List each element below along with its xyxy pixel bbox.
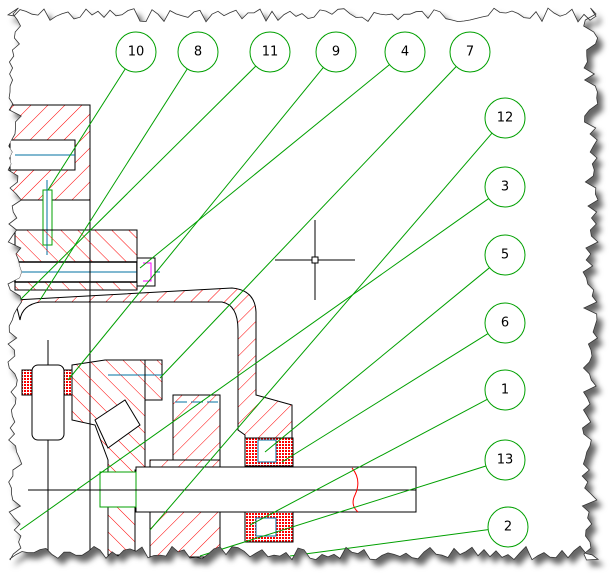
balloon-label: 11 [262,45,279,60]
balloon-circle [484,166,526,208]
balloon-circle [449,31,491,73]
balloon-circle [484,97,526,139]
leader-lines [19,64,493,557]
balloon-13[interactable]: 13 [484,439,526,481]
leader-line [39,68,188,301]
balloon-label: 4 [401,45,409,60]
balloon-label: 2 [504,520,512,535]
balloon-circle [484,439,526,481]
torn-paper-border [6,7,600,561]
leader-line [199,465,487,557]
leader-line [67,67,324,381]
balloon-2[interactable]: 2 [487,506,529,548]
leader-line [249,398,488,526]
leader-line [159,66,457,379]
hub-block [172,394,221,461]
balloon-circle [484,369,526,411]
balloon-circle [249,31,291,73]
balloon-6[interactable]: 6 [484,302,526,344]
balloon-label: 6 [501,316,509,331]
balloon-10[interactable]: 10 [115,31,157,73]
balloon-3[interactable]: 3 [484,166,526,208]
balloon-7[interactable]: 7 [449,31,491,73]
leader-line [139,64,390,269]
balloon-11[interactable]: 11 [249,31,291,73]
balloon-label: 3 [501,180,509,195]
balloon-5[interactable]: 5 [484,234,526,276]
crosshair-cursor-icon [275,220,355,300]
leader-line [289,529,489,557]
balloon-label: 7 [466,45,474,60]
balloon-circle [384,31,426,73]
balloon-8[interactable]: 8 [177,31,219,73]
balloon-label: 13 [497,453,514,468]
balloon-circle [484,234,526,276]
leader-line [149,132,493,531]
balloon-label: 12 [497,111,514,126]
balloon-label: 8 [194,45,202,60]
balloon-12[interactable]: 12 [484,97,526,139]
balloon-circle [487,506,529,548]
leader-line [264,267,490,453]
balloon-4[interactable]: 4 [384,31,426,73]
bevel-gear [71,359,163,556]
balloon-label: 9 [332,45,340,60]
leader-line [47,68,126,191]
balloon-label: 1 [501,383,509,398]
balloon-label: 5 [501,248,509,263]
leader-line [19,65,257,301]
balloon-label: 10 [128,45,145,60]
balloon-9[interactable]: 9 [315,31,357,73]
balloon-circle [315,31,357,73]
balloon-1[interactable]: 1 [484,369,526,411]
part-balloons: 10 8 11 9 4 7 12 3 5 6 1 13 2 [115,31,529,548]
gear-hub [31,364,65,441]
leader-line [281,333,489,463]
balloon-circle [177,31,219,73]
balloon-circle [115,31,157,73]
balloon-circle [484,302,526,344]
leader-line [19,198,489,531]
mechanical-assembly-section [9,64,493,560]
